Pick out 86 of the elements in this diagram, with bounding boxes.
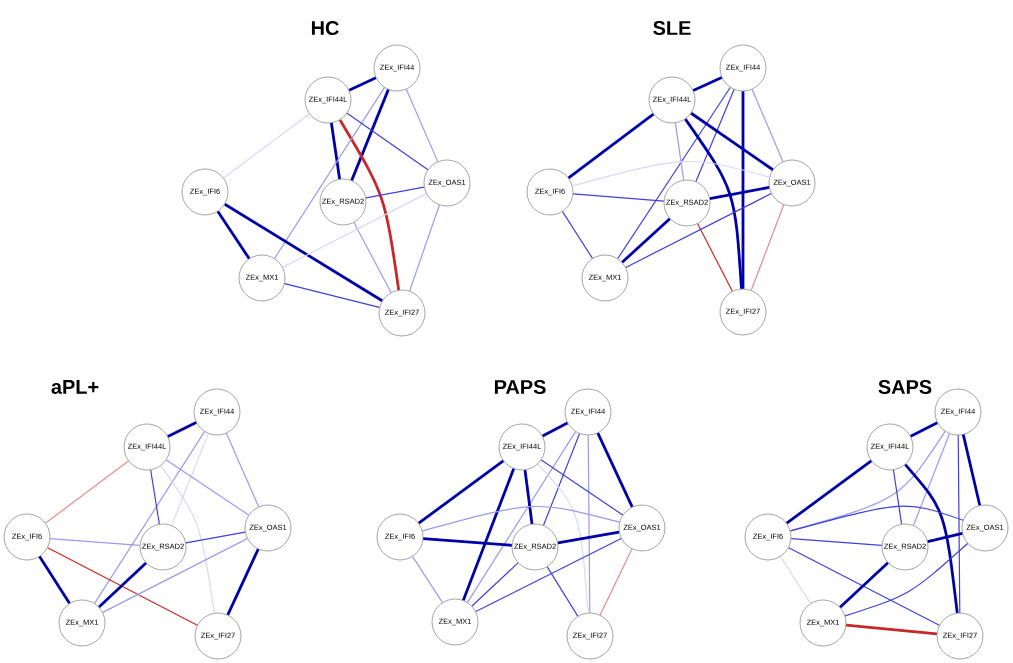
- network-edge: [350, 89, 390, 181]
- network-edge: [216, 210, 251, 260]
- network-edge: [38, 555, 71, 605]
- network-edge: [405, 88, 439, 163]
- network-edge: [466, 431, 577, 603]
- panel-title: SLE: [653, 20, 691, 36]
- network-edge: [596, 432, 634, 508]
- network-edge: [541, 421, 569, 438]
- network-edge: [409, 204, 440, 292]
- network-edge: [751, 88, 784, 163]
- network-edge: [785, 459, 873, 525]
- network-edge: [692, 76, 723, 92]
- network-edge: [709, 186, 770, 200]
- network-edge: [226, 548, 260, 616]
- network-edge: [45, 460, 129, 524]
- network-edge: [523, 469, 534, 525]
- network-edge: [674, 122, 685, 181]
- network-edge: [561, 211, 594, 259]
- network-edge: [223, 113, 310, 179]
- network-edge: [599, 548, 633, 616]
- network-edge: [346, 112, 429, 171]
- network-edge: [49, 538, 141, 546]
- network-edge: [412, 555, 443, 604]
- network-edge: [102, 538, 248, 613]
- network-edge: [471, 562, 519, 607]
- network-edge: [557, 530, 620, 545]
- network-edge: [961, 434, 982, 506]
- network-edge: [185, 531, 246, 544]
- network-edge: [330, 122, 341, 180]
- network-edge: [537, 463, 589, 614]
- network-edge: [957, 434, 961, 614]
- network-edge: [338, 119, 401, 291]
- network-edge: [160, 465, 216, 614]
- network-edge: [690, 112, 774, 171]
- network-edge: [789, 430, 946, 532]
- network-edge: [621, 217, 671, 264]
- network-edge: [846, 623, 937, 636]
- network-edge: [475, 537, 622, 613]
- panel-title: HC: [311, 20, 339, 36]
- network-edge: [417, 459, 505, 525]
- network-edge: [167, 421, 197, 438]
- panel-title: aPL+: [51, 380, 99, 394]
- network-edge: [365, 186, 425, 199]
- network-edge: [790, 538, 883, 546]
- network-edge: [225, 432, 260, 508]
- network-edge: [892, 469, 903, 525]
- network-edge: [282, 193, 427, 268]
- network-edge: [910, 421, 938, 438]
- network-edge: [571, 161, 771, 187]
- network-edge: [165, 459, 250, 516]
- panel-title: PAPS: [494, 379, 546, 395]
- network-edge: [284, 283, 380, 308]
- network-edge: [93, 431, 206, 604]
- network-edge: [750, 204, 785, 291]
- network-edge: [625, 192, 772, 269]
- network-edge: [697, 223, 733, 292]
- network-edge: [274, 87, 385, 259]
- network-edge: [421, 506, 621, 532]
- network-edge: [567, 112, 655, 180]
- network-edge: [462, 468, 515, 601]
- network-edge: [684, 118, 743, 289]
- network-edge: [904, 463, 959, 614]
- network-edge: [348, 76, 377, 92]
- network-edge: [47, 547, 198, 626]
- network-edge: [695, 88, 735, 183]
- network-edge: [540, 459, 624, 516]
- network-edge: [617, 86, 731, 260]
- network-edge: [171, 433, 209, 526]
- network-edge: [741, 91, 745, 289]
- network-edge: [353, 221, 392, 294]
- network-edge: [912, 433, 951, 526]
- network-edge: [542, 433, 581, 526]
- network-edge: [423, 537, 512, 547]
- network-edge: [844, 542, 969, 617]
- network-edge: [546, 566, 579, 617]
- network-edge: [779, 556, 812, 604]
- network-edge: [572, 193, 665, 202]
- network-edge: [789, 505, 964, 532]
- network-edge: [927, 532, 963, 543]
- network-edge: [98, 561, 147, 609]
- panel-title: SAPS: [878, 379, 932, 395]
- network-edge: [839, 561, 889, 609]
- network-edge: [150, 469, 160, 525]
- network-edge: [224, 203, 383, 302]
- network-edge: [587, 434, 591, 614]
- network-edge: [788, 547, 940, 626]
